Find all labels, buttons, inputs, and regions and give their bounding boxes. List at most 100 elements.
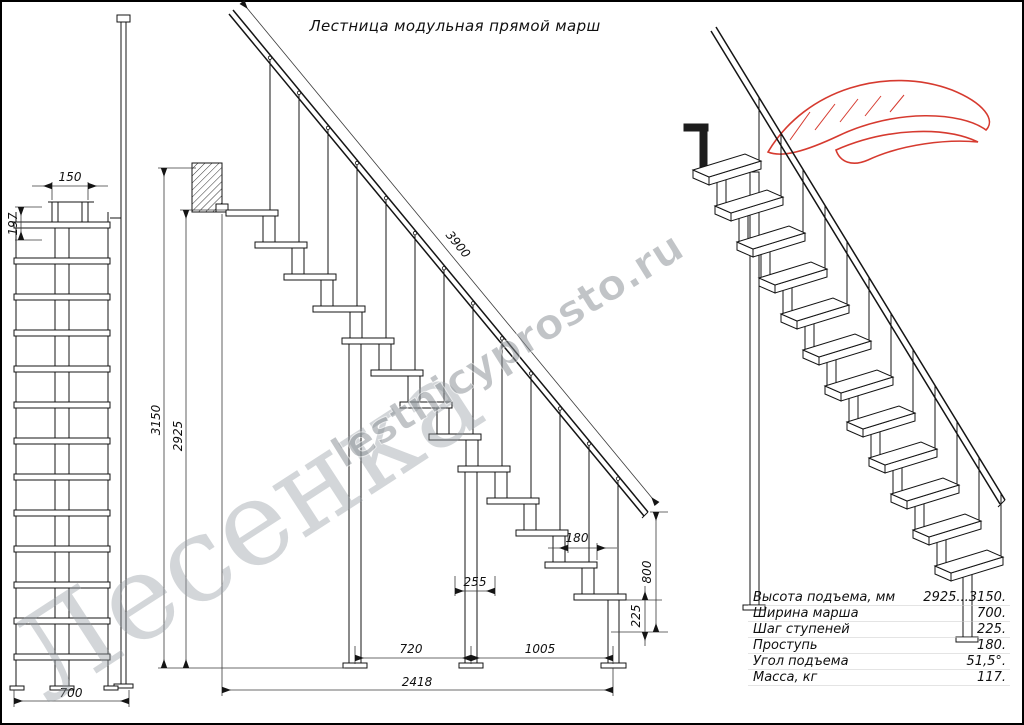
- support-column: [464, 471, 478, 664]
- iso-handrail: [710, 26, 1006, 508]
- front-step: [13, 437, 111, 445]
- front-step: [13, 653, 111, 661]
- front-step: [13, 365, 111, 373]
- step-top-face: [889, 477, 961, 502]
- dim-255-label: 255: [464, 575, 487, 589]
- spine-module: [54, 515, 70, 547]
- spec-label: Шаг ступеней: [753, 622, 850, 637]
- spine-module: [54, 335, 70, 367]
- dim-1005-label: 1005: [525, 642, 556, 656]
- step-top-face: [867, 441, 939, 466]
- dimension-line: [239, 0, 660, 507]
- dim-800-label: 800: [640, 560, 654, 583]
- spec-value: 117.: [977, 670, 1006, 685]
- front-step: [13, 509, 111, 517]
- spine-module: [54, 443, 70, 475]
- spec-value: 225.: [977, 622, 1006, 637]
- brand-logo: [766, 79, 991, 164]
- front-step: [13, 329, 111, 337]
- side-step: [341, 337, 395, 345]
- handrail-end-cap: [641, 511, 649, 519]
- dim-255: 255: [454, 575, 496, 596]
- handrail-line: [710, 30, 1001, 505]
- dim-225-label: 225: [629, 605, 643, 628]
- logo-hatch: [789, 94, 905, 141]
- dim-3150: 3150: [149, 167, 345, 669]
- front-step: [13, 617, 111, 625]
- spec-label: Масса, кг: [753, 670, 818, 685]
- spine-module: [54, 479, 70, 511]
- step-top-face: [911, 513, 983, 538]
- spine-module: [291, 247, 305, 275]
- front-step: [13, 401, 111, 409]
- dim-700-label: 700: [60, 686, 83, 700]
- front-step: [13, 473, 111, 481]
- spine-module: [349, 311, 363, 339]
- step-top-face: [735, 225, 807, 250]
- iso-columns: [742, 171, 979, 643]
- foot-plate: [742, 604, 766, 611]
- post-cap: [116, 14, 131, 23]
- spine-module: [494, 471, 508, 499]
- dim-180-label: 180: [566, 531, 589, 545]
- spine-module: [320, 279, 334, 307]
- dim-3900-label: 3900: [443, 228, 473, 261]
- handrail-end-cap: [997, 499, 1006, 508]
- side-step: [283, 273, 337, 281]
- spec-label: Угол подъема: [753, 654, 849, 669]
- spine-module: [523, 503, 537, 531]
- handrail-line: [715, 26, 1006, 501]
- dim-700-front: 700: [13, 686, 130, 707]
- spec-label: Высота подъема, мм: [753, 590, 895, 605]
- dim-180: 180: [548, 531, 617, 560]
- dim-197: 197: [6, 206, 42, 241]
- spec-value: 700.: [977, 606, 1006, 621]
- watermark-site: lestnicyprosto.ru: [323, 222, 692, 478]
- dim-2925-label: 2925: [171, 421, 185, 452]
- wall-bracket: [215, 203, 229, 213]
- top-stub: [81, 201, 89, 223]
- spec-value: 2925...3150.: [923, 590, 1006, 605]
- spec-label: Проступь: [753, 638, 818, 653]
- foot-plate: [955, 636, 979, 643]
- spine-module: [54, 263, 70, 295]
- drawing-title: Лестница модульная прямой марш: [308, 17, 600, 35]
- spine-module: [54, 371, 70, 403]
- spine-module: [581, 567, 595, 595]
- spine-module: [54, 227, 70, 259]
- spine-module: [54, 299, 70, 331]
- dim-720: 720: [354, 642, 472, 664]
- step-top-face: [801, 333, 873, 358]
- spec-value: 51,5°.: [966, 654, 1006, 669]
- step-top-face: [757, 261, 829, 286]
- side-step: [254, 241, 308, 249]
- dim-2925: 2925: [171, 209, 226, 668]
- front-step: [13, 221, 111, 229]
- step-top-face: [691, 153, 763, 178]
- step-top-face: [845, 405, 917, 430]
- step-top-face: [823, 369, 895, 394]
- dim-720-label: 720: [400, 642, 423, 656]
- top-stub: [51, 201, 59, 223]
- step-top-face: [779, 297, 851, 322]
- foot-plate: [9, 685, 25, 691]
- specs-table: Высота подъема, мм 2925...3150. Ширина м…: [748, 590, 1010, 686]
- step-top-face: [713, 189, 785, 214]
- dim-150-label: 150: [59, 170, 82, 184]
- side-step: [544, 561, 598, 569]
- dim-2418: 2418: [221, 214, 614, 696]
- side-step: [486, 497, 540, 505]
- dim-800: 800: [640, 511, 668, 632]
- end-post: [607, 599, 620, 664]
- dim-2418-label: 2418: [402, 675, 433, 689]
- front-step: [13, 545, 111, 553]
- spine-module: [552, 535, 566, 563]
- dim-197-label: 197: [6, 212, 20, 235]
- side-step: [573, 593, 627, 601]
- front-step: [13, 257, 111, 265]
- spine-module: [262, 215, 276, 243]
- front-view: 150 197 700: [6, 14, 134, 707]
- front-step: [13, 581, 111, 589]
- front-steps: [13, 221, 111, 687]
